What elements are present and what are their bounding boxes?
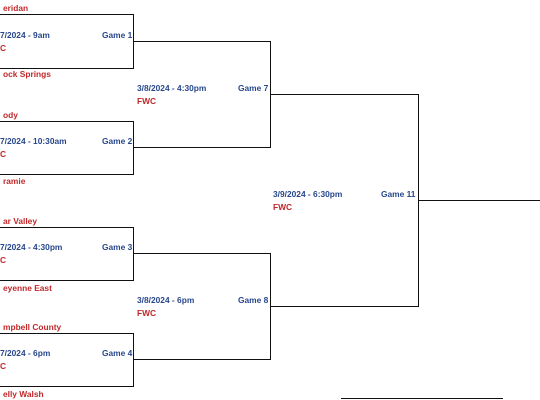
- game-3-location: C: [0, 255, 7, 265]
- game-1-winner-line: [134, 41, 271, 42]
- consolation-line: [341, 398, 503, 399]
- game-3-bottom-team: eyenne East: [3, 283, 52, 293]
- game-4-location: C: [0, 361, 7, 371]
- game-2-location: C: [0, 149, 7, 159]
- game-3-bracket: [0, 227, 134, 281]
- game-1-datetime: 7/2024 - 9am: [0, 30, 50, 40]
- game-1-label: Game 1: [102, 30, 133, 40]
- game-1-bracket: [0, 14, 134, 69]
- game-2-winner-line: [134, 147, 271, 148]
- game-4-top-team: mpbell County: [3, 322, 62, 332]
- game-3-top-team: ar Valley: [3, 216, 37, 226]
- game-11-label: Game 11: [381, 189, 416, 199]
- game-8-location: FWC: [137, 308, 157, 318]
- game-2-top-team: ody: [3, 110, 18, 120]
- game-4-datetime: 7/2024 - 6pm: [0, 348, 51, 358]
- game-8-datetime: 3/8/2024 - 6pm: [137, 295, 195, 305]
- game-4-winner-line: [134, 359, 271, 360]
- game-1-location: C: [0, 43, 7, 53]
- game-7-label: Game 7: [238, 83, 269, 93]
- game-2-datetime: 7/2024 - 10:30am: [0, 136, 67, 146]
- game-3-winner-line: [134, 253, 271, 254]
- game-2-bracket: [0, 121, 134, 175]
- game-3-datetime: 7/2024 - 4:30pm: [0, 242, 63, 252]
- game-8-winner-line: [270, 306, 419, 307]
- game-11-location: FWC: [273, 202, 293, 212]
- game-1-top-team: eridan: [3, 3, 29, 13]
- game-7-location: FWC: [137, 96, 157, 106]
- game-7-datetime: 3/8/2024 - 4:30pm: [137, 83, 207, 93]
- game-4-bracket: [0, 333, 134, 387]
- game-2-label: Game 2: [102, 136, 133, 146]
- game-3-label: Game 3: [102, 242, 133, 252]
- game-2-bottom-team: ramie: [3, 176, 26, 186]
- game-8-label: Game 8: [238, 295, 269, 305]
- game-11-datetime: 3/9/2024 - 6:30pm: [273, 189, 343, 199]
- game-11-winner-line: [418, 200, 540, 201]
- game-4-label: Game 4: [102, 348, 133, 358]
- game-7-winner-line: [270, 94, 419, 95]
- game-1-bottom-team: ock Springs: [3, 69, 51, 79]
- game-4-bottom-team: elly Walsh: [3, 389, 44, 399]
